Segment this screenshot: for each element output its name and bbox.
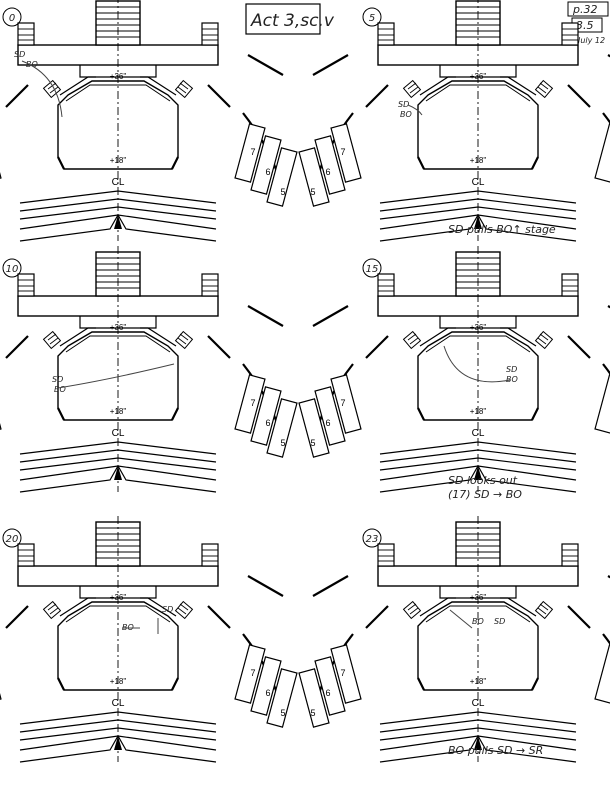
centerline-label: CL	[112, 698, 125, 709]
level-upper: +36"	[470, 323, 487, 332]
seat-label-left-5: 5	[310, 708, 315, 718]
level-upper: +36"	[110, 72, 127, 81]
actor-mark-2: BO	[400, 110, 412, 119]
level-lower: +18"	[110, 407, 127, 416]
actor-mark-1: SD	[14, 50, 25, 59]
cue-number: 5	[369, 13, 375, 24]
stage-plan	[0, 244, 299, 494]
stage-plan	[0, 514, 299, 764]
actor-mark-1: SD	[398, 100, 409, 109]
cue-number: 23	[366, 534, 379, 545]
stage-panel-1: 0+36"+18"CL556677SDBO	[0, 0, 299, 243]
cue-marker: 20	[2, 528, 22, 548]
stage-plan	[0, 0, 299, 243]
seat-label-left-5: 5	[310, 438, 315, 448]
cue-number: 15	[366, 264, 379, 275]
panels: 0+36"+18"CL556677SDBO5+36"+18"CL556677SD…	[0, 0, 610, 764]
seat-label-right-6: 6	[265, 418, 270, 428]
seat-label-right-5: 5	[280, 438, 285, 448]
centerline-label: CL	[472, 428, 485, 439]
sub-ref: 3.5	[576, 19, 594, 32]
seat-label-right-7: 7	[250, 668, 255, 678]
cue-circle	[2, 258, 22, 278]
seat-label-right-6: 6	[265, 167, 270, 177]
centerline-label: CL	[472, 177, 485, 188]
actor-mark-1: SD	[162, 605, 173, 614]
cue-marker: 23	[362, 528, 382, 548]
movement-arrow	[21, 60, 63, 118]
blocking-note-1: BO pulls SD → SR	[448, 744, 543, 757]
movement-arrow	[443, 345, 511, 383]
seat-label-right-7: 7	[250, 147, 255, 157]
movement-arrow	[449, 609, 473, 629]
seat-label-left-6: 6	[325, 167, 330, 177]
seat-label-left-7: 7	[340, 147, 345, 157]
seat-label-left-7: 7	[340, 398, 345, 408]
seat-label-right-7: 7	[250, 398, 255, 408]
centerline-label: CL	[472, 698, 485, 709]
blocking-note-1: SD pulls BO↑ stage	[448, 223, 556, 236]
actor-mark-2: BO	[506, 375, 518, 384]
cue-marker: 0	[2, 7, 22, 27]
movement-arrow	[407, 104, 423, 116]
level-upper: +36"	[470, 593, 487, 602]
blocking-note-1: SD looks out	[448, 474, 518, 487]
level-lower: +18"	[110, 156, 127, 165]
seat-label-left-6: 6	[325, 688, 330, 698]
level-upper: +36"	[470, 72, 487, 81]
cue-circle	[362, 258, 382, 278]
cue-marker: 15	[362, 258, 382, 278]
actor-mark-1: SD	[506, 365, 517, 374]
actor-mark-2: SD	[494, 617, 505, 626]
actor-mark-1: SD	[52, 375, 63, 384]
cue-number: 10	[6, 264, 19, 275]
centerline-label: CL	[112, 177, 125, 188]
cue-circle	[362, 7, 382, 27]
stage-plan	[297, 0, 610, 243]
header: Act 3,sc.v p.32 3.5 July 12	[245, 1, 609, 45]
cue-marker: 10	[2, 258, 22, 278]
stage-plan	[297, 244, 610, 494]
level-lower: +18"	[110, 677, 127, 686]
centerline-label: CL	[112, 428, 125, 439]
page-ref-box	[567, 1, 609, 17]
actor-mark-2: BO	[26, 60, 38, 69]
movement-arrow	[57, 363, 175, 389]
blocking-note-2: (17) SD → BO	[448, 488, 522, 501]
seat-label-left-5: 5	[310, 187, 315, 197]
actor-mark-1: BO	[472, 617, 484, 626]
date: July 12	[576, 36, 605, 45]
stage-panel-5: 20+36"+18"CL556677SDBO	[0, 514, 299, 764]
movement-arrow	[122, 618, 159, 634]
seat-label-right-6: 6	[265, 688, 270, 698]
cue-number: 20	[6, 534, 19, 545]
seat-label-right-5: 5	[280, 708, 285, 718]
stage-panel-2: 5+36"+18"CL556677SDBOSD pulls BO↑ stage	[297, 0, 610, 243]
cue-marker: 5	[362, 7, 382, 27]
stage-panel-3: 10+36"+18"CL556677SDBO	[0, 244, 299, 494]
seat-label-left-6: 6	[325, 418, 330, 428]
cue-circle	[2, 7, 22, 27]
stage-plan	[297, 514, 610, 764]
cue-circle	[2, 528, 22, 548]
level-lower: +18"	[470, 156, 487, 165]
stage-panel-4: 15+36"+18"CL556677SDBOSD looks out(17) S…	[297, 244, 610, 501]
seat-label-left-7: 7	[340, 668, 345, 678]
level-lower: +18"	[470, 677, 487, 686]
page-ref: p.32	[572, 3, 597, 16]
stage-panel-6: 23+36"+18"CL556677BOSDBO pulls SD → SR	[297, 514, 610, 764]
page-title: Act 3,sc.v	[250, 11, 335, 31]
level-upper: +36"	[110, 593, 127, 602]
level-lower: +18"	[470, 407, 487, 416]
title-box	[245, 3, 321, 35]
actor-mark-2: BO	[54, 385, 66, 394]
level-upper: +36"	[110, 323, 127, 332]
seat-label-right-5: 5	[280, 187, 285, 197]
cue-circle	[362, 528, 382, 548]
cue-number: 0	[9, 13, 15, 24]
